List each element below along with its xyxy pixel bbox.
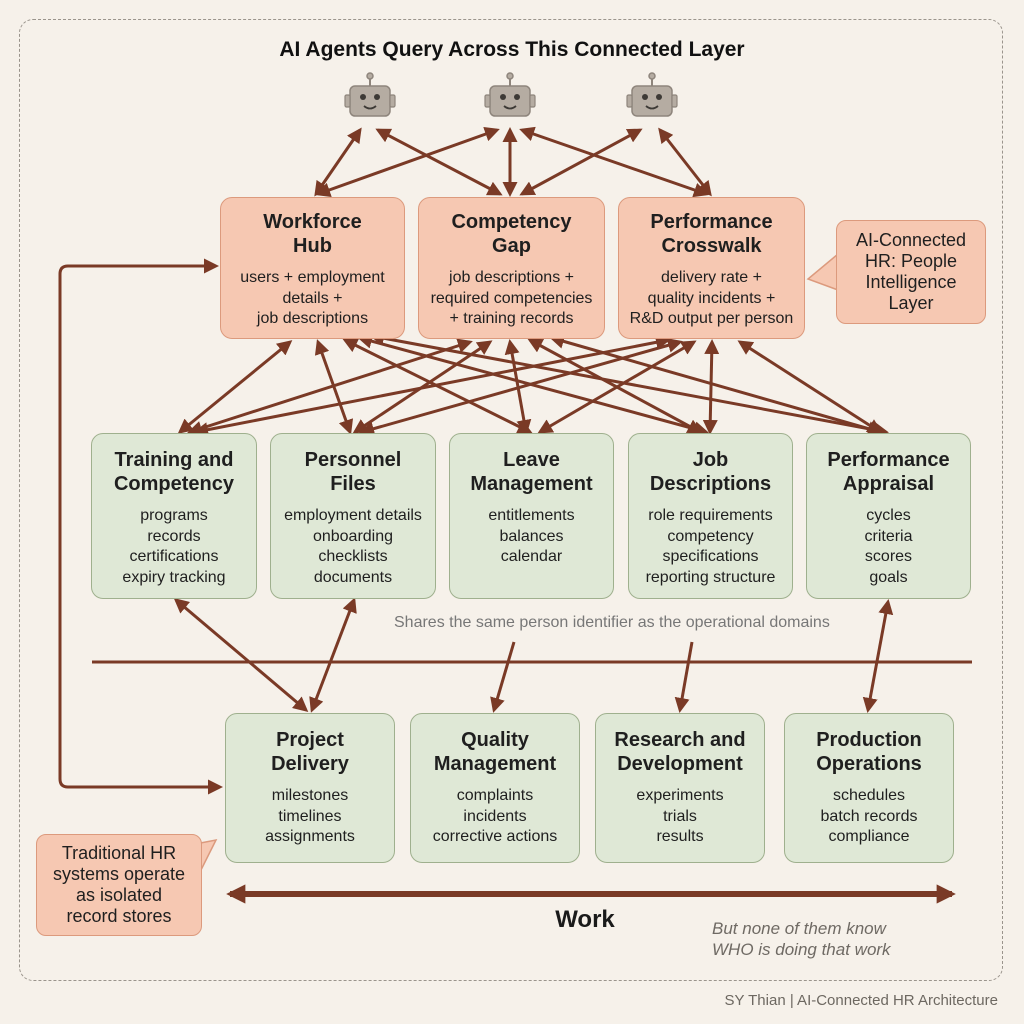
box-item: goals <box>869 568 908 586</box>
work-label: Work <box>555 906 615 933</box>
box-item: employment details <box>284 507 422 524</box>
box-item: checklists <box>318 548 388 565</box>
box-item: onboarding <box>312 527 394 545</box>
box-item: users + employment <box>240 269 385 286</box>
connector-arrow <box>309 597 357 713</box>
performance-crosswalk-box: Performance Crosswalk delivery rate + qu… <box>618 197 805 339</box>
performance-appraisal-box: Performance Appraisal cycles criteria sc… <box>806 433 971 599</box>
box-item: documents <box>313 568 393 586</box>
project-delivery-box: Project Delivery milestones timelines as… <box>225 713 395 863</box>
page-title: AI Agents Query Across This Connected La… <box>279 38 745 61</box>
connector-arrow <box>359 338 683 436</box>
connector-arrow <box>537 340 697 434</box>
box-title: Workforce Hub <box>263 211 362 257</box>
box-item: specifications <box>662 548 759 565</box>
connector-arrow <box>658 127 712 197</box>
box-title: Training and Competency <box>113 449 235 495</box>
robot-icon <box>344 72 396 117</box>
box-item: balances <box>499 527 564 545</box>
box-title: Project Delivery <box>271 729 349 775</box>
box-item: job descriptions <box>256 310 369 327</box>
box-item: trials <box>663 807 697 825</box>
layer-callout-pointer <box>806 252 839 292</box>
box-item: batch records <box>820 807 918 825</box>
box-title: Leave Management <box>470 449 593 495</box>
connector-arrow <box>674 641 694 713</box>
work-note: But none of them know WHO is doing that … <box>712 919 891 959</box>
box-item: certifications <box>129 548 219 565</box>
box-item: corrective actions <box>432 828 558 845</box>
box-item: reporting structure <box>645 568 776 586</box>
shared-identifier-note: Shares the same person identifier as the… <box>394 614 830 631</box>
box-title: Production Operations <box>816 729 922 775</box>
box-item: entitlements <box>488 507 575 524</box>
box-title: Personnel Files <box>304 449 402 495</box>
box-item: competency <box>667 527 754 545</box>
box-item: expiry tracking <box>122 568 226 586</box>
research-development-box: Research and Development experiments tri… <box>595 713 765 863</box>
box-item: milestones <box>271 787 349 804</box>
box-title: Performance Crosswalk <box>650 211 773 257</box>
layer-callout: AI-Connected HR: People Intelligence Lay… <box>836 220 986 324</box>
diagram-frame <box>19 19 1003 981</box>
connector-arrow <box>519 128 643 196</box>
box-title: Competency Gap <box>451 211 572 257</box>
box-item: details + <box>282 289 343 307</box>
box-item: timelines <box>278 807 342 825</box>
box-item: calendar <box>500 548 563 565</box>
connector-arrow <box>315 126 500 198</box>
connector-arrow <box>702 339 720 435</box>
leave-management-box: Leave Management entitlements balances c… <box>449 433 614 599</box>
box-title: Quality Management <box>433 729 557 775</box>
box-item: records <box>147 527 201 545</box>
job-descriptions-box: Job Descriptions role requirements compe… <box>628 433 793 599</box>
box-title: Performance Appraisal <box>827 449 950 495</box>
robot-icon <box>484 72 536 117</box>
traditional-hr-callout: Traditional HR systems operate as isolat… <box>36 834 202 936</box>
connector-arrow <box>737 340 883 434</box>
box-item: scores <box>864 548 913 565</box>
training-competency-box: Training and Competency programs records… <box>91 433 257 599</box>
box-item: job descriptions + <box>449 269 574 286</box>
box-title: Research and Development <box>614 729 746 775</box>
workforce-hub-box: Workforce Hub users + employment details… <box>220 197 405 339</box>
production-operations-box: Production Operations schedules batch re… <box>784 713 954 863</box>
connector-arrow <box>375 128 503 196</box>
connector-arrow <box>314 127 362 197</box>
box-item: results <box>656 828 704 845</box>
quality-management-box: Quality Management complaints incidents … <box>410 713 580 863</box>
box-item: role requirements <box>648 507 773 524</box>
robot-icon <box>626 72 678 117</box>
box-title: Job Descriptions <box>649 449 772 495</box>
box-item: schedules <box>832 787 906 804</box>
box-item: required competencies <box>430 289 593 307</box>
box-item: experiments <box>636 787 724 804</box>
box-item: quality incidents + <box>647 289 776 307</box>
connector-arrow <box>862 599 894 713</box>
box-item: cycles <box>866 507 911 524</box>
box-item: assignments <box>265 828 355 845</box>
box-item: programs <box>140 507 208 524</box>
personnel-files-box: Personnel Files employment details onboa… <box>270 433 436 599</box>
box-item: incidents <box>463 807 527 825</box>
box-item: delivery rate + <box>661 269 762 286</box>
footer-credit: SY Thian | AI-Connected HR Architecture <box>724 992 999 1009</box>
box-item: criteria <box>864 527 913 545</box>
box-item: R&D output per person <box>629 310 794 327</box>
competency-gap-box: Competency Gap job descriptions + requir… <box>418 197 605 339</box>
feedback-loop-arrow <box>58 258 223 795</box>
connector-arrow <box>519 126 709 198</box>
connector-arrow <box>173 598 309 712</box>
connector-arrow <box>490 641 516 713</box>
box-item: + training records <box>449 310 574 327</box>
box-item: complaints <box>456 787 534 804</box>
box-item: compliance <box>828 828 910 845</box>
